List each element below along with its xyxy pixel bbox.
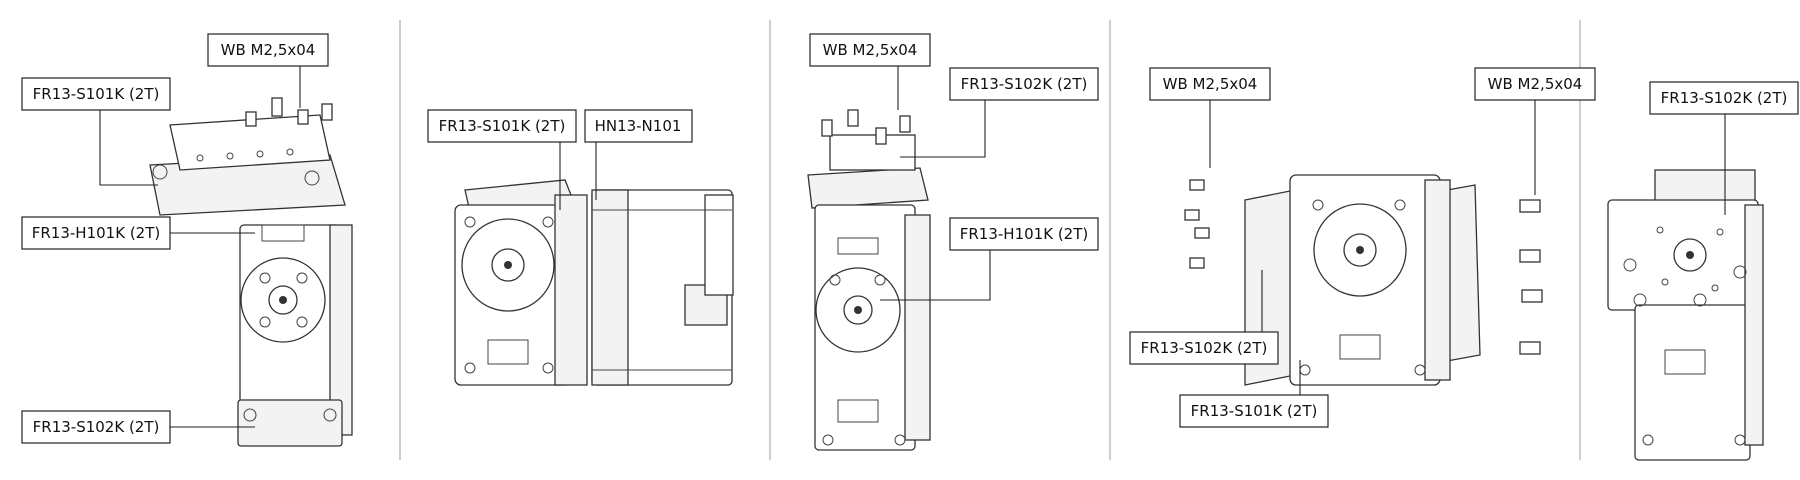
part-label: FR13-H101K (2T) (960, 225, 1088, 243)
label-box: FR13-S102K (2T) (1649, 81, 1799, 115)
label-box: HN13-N101 (584, 109, 693, 143)
part-label: WB M2,5x04 (1488, 75, 1583, 93)
panel-5: FR13-S102K (2T) (1607, 81, 1799, 461)
servo-illustration (807, 109, 931, 451)
leader-line (880, 248, 991, 301)
part-label: FR13-S101K (2T) (1191, 402, 1318, 420)
label-box: FR13-S101K (2T) (1179, 394, 1329, 428)
label-box: FR13-S101K (2T) (427, 109, 577, 143)
part-label: FR13-S102K (2T) (1661, 89, 1788, 107)
part-label: FR13-S102K (2T) (33, 418, 160, 436)
label-box: WB M2,5x04 (1149, 67, 1271, 101)
part-label: WB M2,5x04 (221, 41, 316, 59)
part-label: WB M2,5x04 (1163, 75, 1258, 93)
label-box: WB M2,5x04 (809, 33, 931, 67)
label-box: FR13-S102K (2T) (949, 67, 1099, 101)
label-box: FR13-S102K (2T) (21, 410, 171, 444)
label-box: FR13-S101K (2T) (21, 77, 171, 111)
part-label: HN13-N101 (595, 117, 682, 135)
label-box: WB M2,5x04 (1474, 67, 1596, 101)
part-label: FR13-H101K (2T) (32, 224, 160, 242)
label-box: FR13-H101K (2T) (949, 217, 1099, 251)
panel-3: WB M2,5x04 FR13-S102K (2T) FR13-H101K (2… (807, 33, 1099, 451)
servo-illustration (1607, 169, 1764, 461)
part-label: FR13-S102K (2T) (1141, 339, 1268, 357)
panel-1: WB M2,5x04 FR13-S101K (2T) FR13-H101K (2… (21, 33, 353, 447)
part-label: FR13-S102K (2T) (961, 75, 1088, 93)
label-box: WB M2,5x04 (207, 33, 329, 67)
servo-illustration (1184, 174, 1543, 386)
part-label: WB M2,5x04 (823, 41, 918, 59)
panel-4: WB M2,5x04 WB M2,5x04 FR13-S102K (2T) FR… (1129, 67, 1596, 428)
label-box: FR13-H101K (2T) (21, 216, 171, 250)
label-box: FR13-S102K (2T) (1129, 331, 1279, 365)
leader-line (99, 105, 158, 186)
part-label: FR13-S101K (2T) (33, 85, 160, 103)
servo-illustration (454, 179, 734, 386)
panel-2: FR13-S101K (2T) HN13-N101 (427, 109, 734, 386)
leader-line (900, 98, 986, 158)
servo-illustration (149, 97, 353, 447)
part-label: FR13-S101K (2T) (439, 117, 566, 135)
